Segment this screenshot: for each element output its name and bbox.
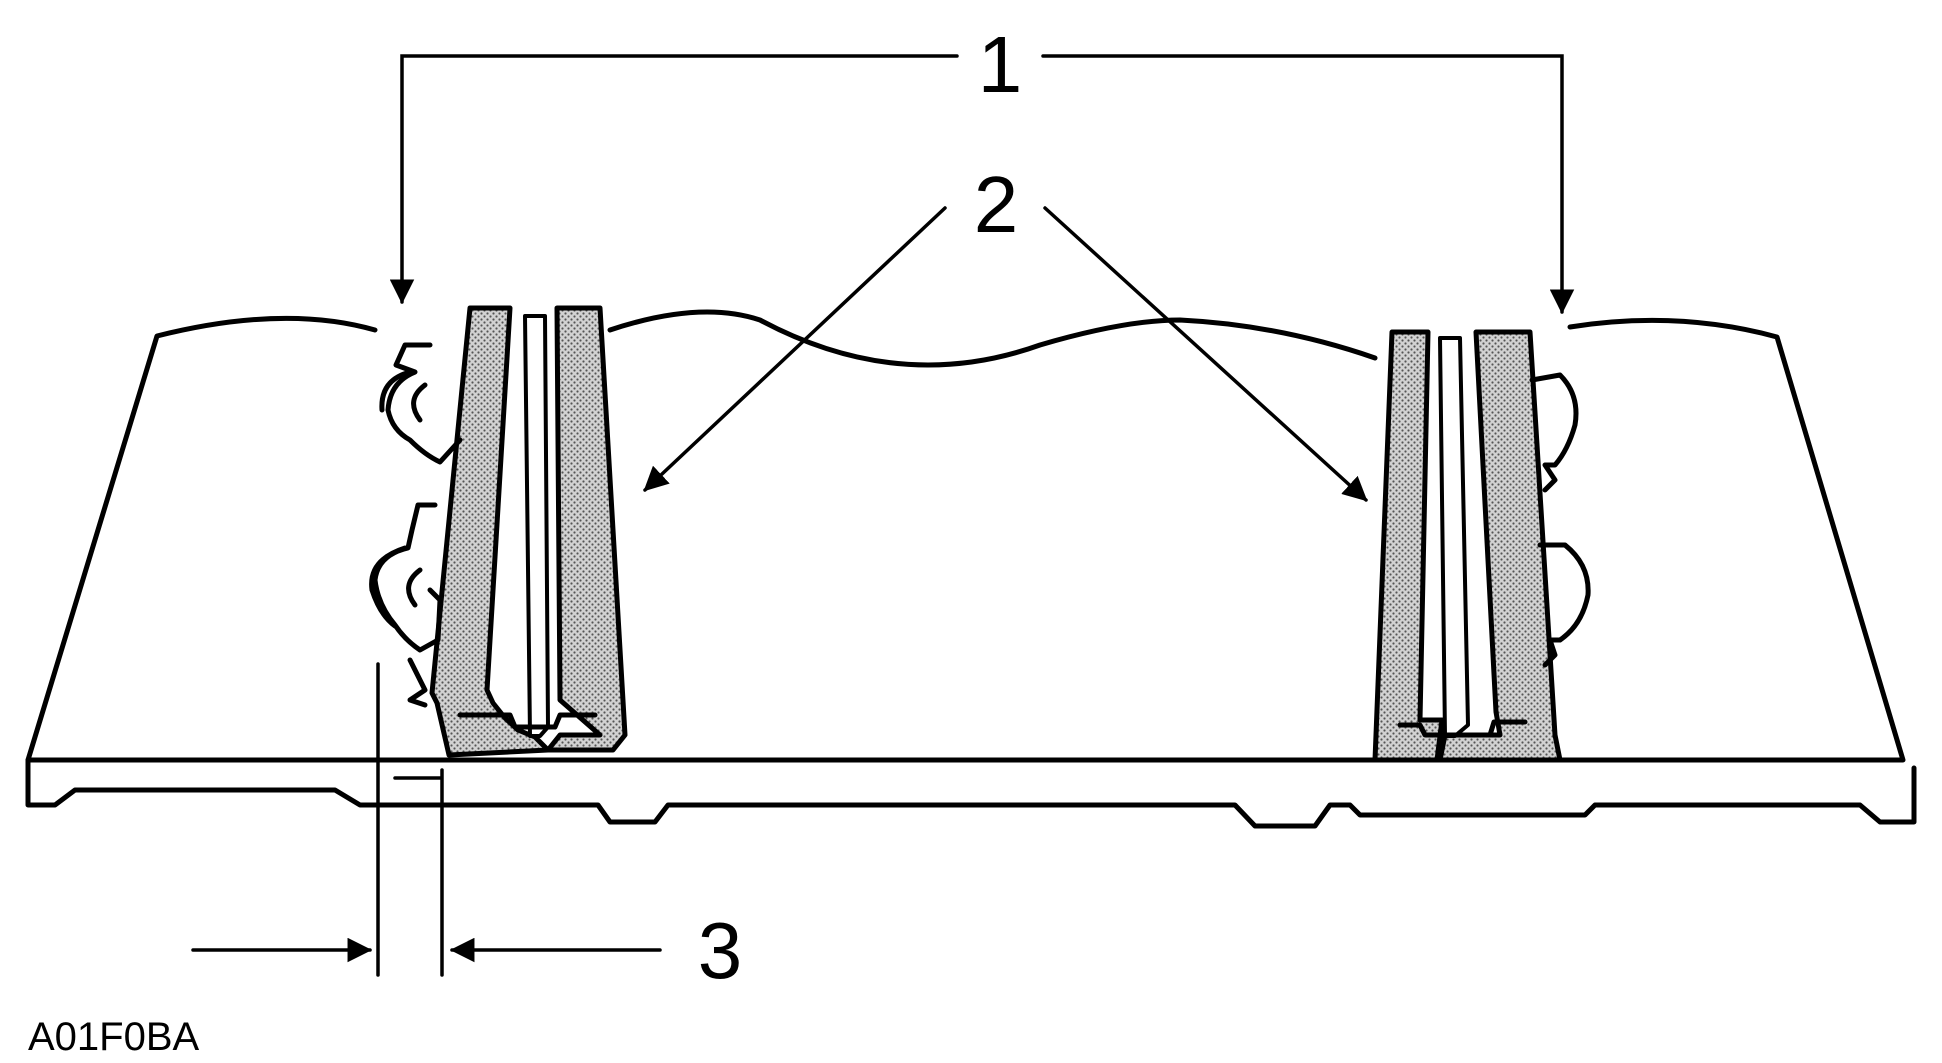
left-seal-inner-lip: [545, 305, 628, 753]
callout-2-arrow-right: [1043, 206, 1368, 502]
right-retainer-clip-upper: [1529, 372, 1579, 493]
left-seal-channel: [523, 314, 550, 738]
right-seal-outer-lip: [1372, 329, 1445, 763]
figure-id: A01F0BA: [28, 1015, 200, 1059]
left-retainer-clip-lower: [372, 502, 443, 653]
right-retainer-clip-lower: [1537, 542, 1591, 668]
callout-1-bracket: [389, 54, 959, 305]
callout-3-label: 3: [698, 906, 743, 995]
callout-2-label: 2: [974, 160, 1019, 249]
door-panel-outline: [25, 315, 1906, 763]
left-retainer-clip-upper: [385, 342, 463, 465]
callout-1-bracket-right: [1041, 54, 1575, 315]
right-seal-channel: [1438, 336, 1470, 738]
callout-2-arrow-left: [643, 206, 947, 492]
right-seal-t-slot: [1397, 719, 1528, 738]
callout-1-label: 1: [978, 20, 1023, 109]
bottom-rail: [25, 757, 1917, 829]
left-retainer-clip-lower-tab: [369, 545, 423, 629]
left-seal-t-slot: [457, 712, 598, 730]
left-retainer-clip-upper-tab: [379, 369, 428, 423]
door-panel-top-edge: [607, 309, 1378, 368]
left-retainer-clip-foot: [407, 657, 428, 708]
left-seal-outer-lip: [429, 305, 551, 758]
